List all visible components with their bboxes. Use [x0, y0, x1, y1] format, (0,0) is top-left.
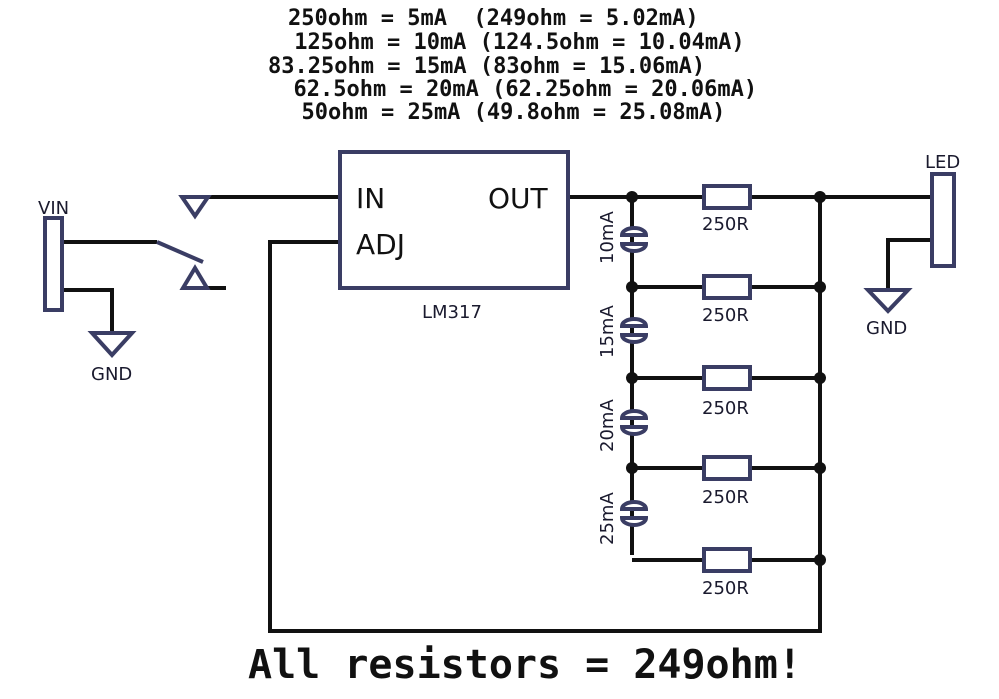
switch-lever	[156, 240, 204, 264]
jumper-15ma-bottom-pad	[619, 333, 649, 344]
resistor-5	[702, 547, 752, 573]
gnd-left-symbol: GND	[87, 331, 137, 385]
vin-jack	[43, 216, 64, 312]
note-line-5: 50ohm = 25mA (49.8ohm = 25.08mA)	[275, 100, 725, 125]
regulator-name: LM317	[422, 302, 482, 323]
note-line-2: 125ohm = 10mA (124.5ohm = 10.04mA)	[281, 30, 745, 55]
resistor-4	[702, 455, 752, 481]
led-label: LED	[925, 152, 960, 173]
jumper-10ma-bottom-pad	[619, 242, 649, 253]
wire-adj-loop	[268, 197, 822, 633]
pin-out-label: OUT	[488, 182, 549, 215]
resistor-2-label: 250R	[702, 305, 749, 326]
resistor-bank: 250R 250R 250R 250R 250R	[702, 184, 752, 599]
gnd-left-label: GND	[91, 364, 132, 385]
resistor-3	[702, 365, 752, 391]
resistor-1	[702, 184, 752, 210]
gnd-left-icon	[87, 331, 137, 358]
gnd-right-symbol: GND	[863, 288, 913, 339]
jumper-15ma-label: 15mA	[597, 305, 618, 358]
jumper-25ma-top-pad	[619, 500, 649, 511]
junction-dot	[814, 372, 826, 384]
junction-dot	[626, 191, 638, 203]
wires	[62, 195, 932, 633]
note-line-4: 62.5ohm = 20mA (62.25ohm = 20.06mA)	[267, 77, 757, 102]
jumper-25ma-bottom-pad	[619, 516, 649, 527]
note-line-3: 83.25ohm = 15mA (83ohm = 15.06mA)	[268, 54, 705, 79]
jumper-15ma: 15mA	[597, 305, 649, 358]
note-line-1: 250ohm = 5mA (249ohm = 5.02mA)	[288, 6, 699, 31]
switch-top-contact	[178, 195, 212, 220]
junction-dot	[814, 554, 826, 566]
resistor-3-label: 250R	[702, 398, 749, 419]
jumper-10ma: 10mA	[597, 211, 649, 264]
resistor-5-label: 250R	[702, 578, 749, 599]
led-connector: LED	[925, 152, 960, 268]
jumper-20ma: 20mA	[597, 399, 649, 452]
jumper-20ma-label: 20mA	[597, 399, 618, 452]
vin-label: VIN	[38, 198, 69, 219]
junction-dot	[814, 191, 826, 203]
gnd-right-label: GND	[866, 318, 907, 339]
junction-dot	[626, 462, 638, 474]
jumper-25ma-label: 25mA	[597, 492, 618, 545]
junction-dot	[814, 462, 826, 474]
resistor-1-label: 250R	[702, 214, 749, 235]
jumper-10ma-top-pad	[619, 226, 649, 237]
regulator-body	[338, 150, 570, 290]
power-switch	[156, 195, 212, 290]
vin-connector: VIN	[38, 198, 69, 312]
resistor-2	[702, 274, 752, 300]
pin-in-label: IN	[356, 182, 385, 215]
resistor-4-label: 250R	[702, 487, 749, 508]
jumper-10ma-label: 10mA	[597, 211, 618, 264]
jumper-15ma-top-pad	[619, 317, 649, 328]
junction-dot	[626, 372, 638, 384]
lm317-regulator: IN OUT ADJ LM317	[338, 150, 570, 323]
jumper-25ma: 25mA	[597, 492, 649, 545]
junction-dots	[626, 191, 826, 566]
jumper-20ma-top-pad	[619, 409, 649, 420]
led-jack	[930, 172, 956, 268]
jumper-20ma-bottom-pad	[619, 425, 649, 436]
footer-note: All resistors = 249ohm!	[248, 642, 802, 688]
solder-jumpers: 10mA 15mA 20mA 25mA	[597, 211, 649, 545]
current-notes: 250ohm = 5mA (249ohm = 5.02mA) 125ohm = …	[267, 6, 757, 125]
gnd-right-icon	[863, 288, 913, 314]
pin-adj-label: ADJ	[356, 228, 405, 261]
wire-led-gnd	[886, 238, 932, 290]
junction-dot	[814, 281, 826, 293]
junction-dot	[626, 281, 638, 293]
wire-vin-gnd	[62, 288, 114, 333]
switch-bottom-contact	[179, 264, 211, 290]
